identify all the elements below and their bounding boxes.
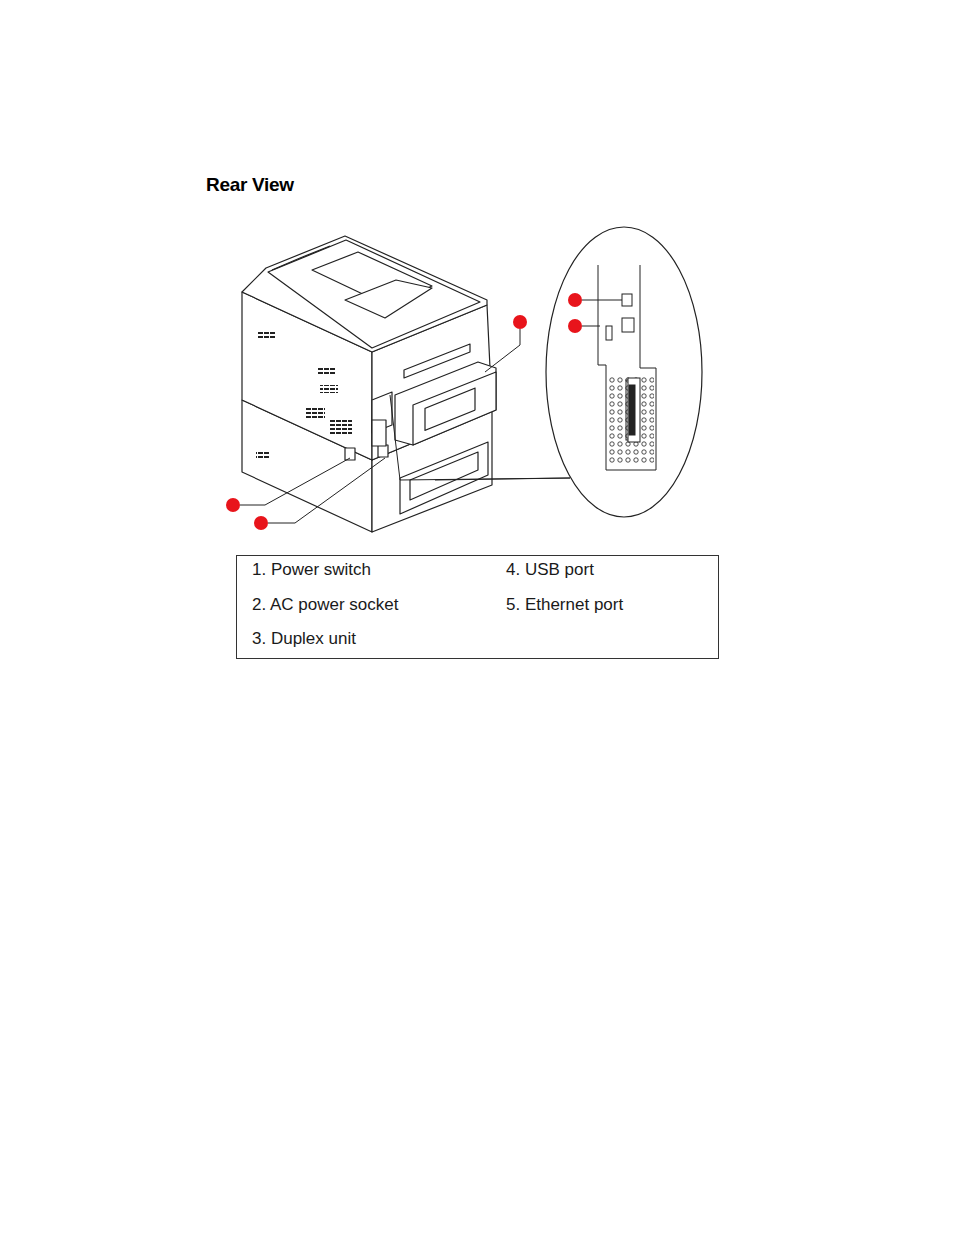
zoom-circle [546,227,702,517]
printer-body [242,236,496,532]
table-cell: 5. Ethernet port [506,595,623,615]
table-cell: 4. USB port [506,560,594,580]
callout-dots [226,293,582,530]
table-cell: 3. Duplex unit [252,629,356,649]
leader-lines [240,300,622,523]
interface-board [598,265,656,470]
vents [256,330,352,458]
figure-title: Rear View [206,174,294,196]
table-cell: 2. AC power socket [252,595,398,615]
table-cell: 1. Power switch [252,560,371,580]
